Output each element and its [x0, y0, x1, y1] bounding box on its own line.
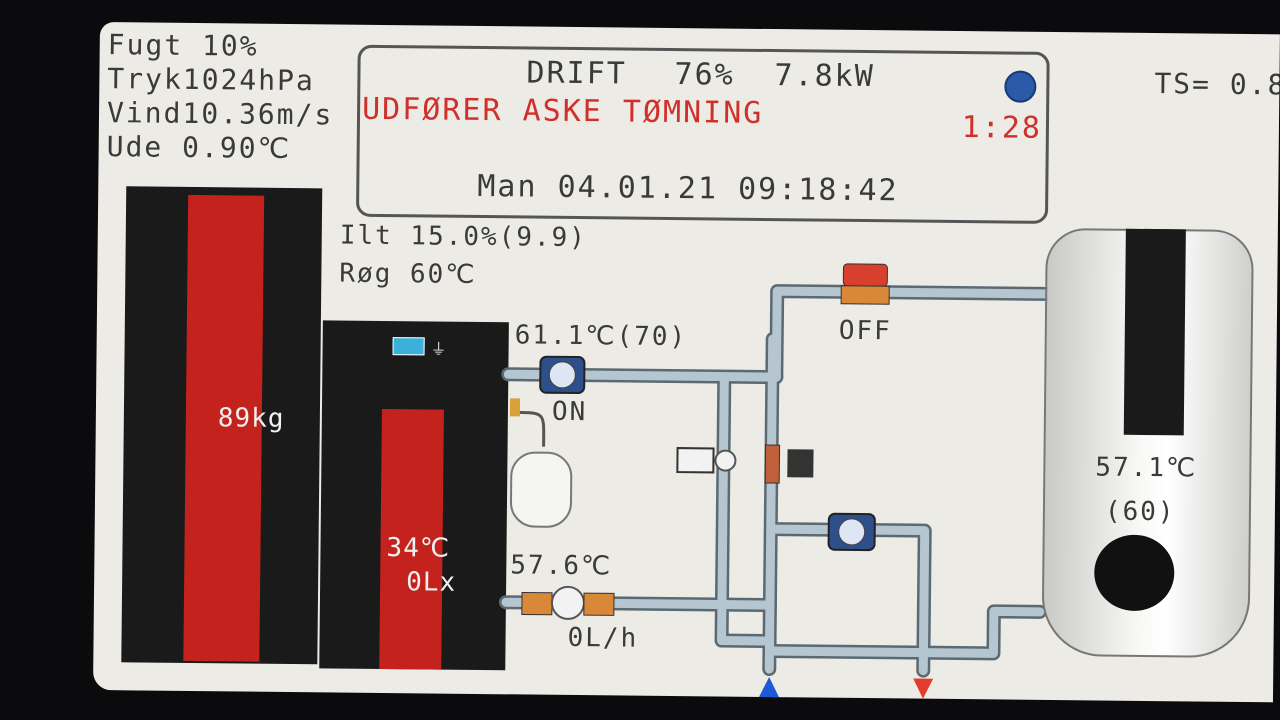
- flow-temp: 61.1℃(70): [514, 320, 688, 353]
- hot-water-tank[interactable]: 57.1℃ (60): [1041, 227, 1254, 659]
- pump-state: ON: [551, 396, 588, 428]
- supply-pipe-outer: [769, 284, 1075, 385]
- return-temp: 57.6℃: [510, 550, 613, 582]
- hydraulic-diagram: [498, 263, 1075, 699]
- tank-setpoint: (60): [1104, 496, 1176, 528]
- cold-arrow-icon: [758, 677, 779, 698]
- flow-rate: 0L/h: [567, 622, 639, 654]
- circulation-pump[interactable]: [539, 355, 586, 395]
- tank-temp: 57.1℃: [1095, 452, 1198, 484]
- tank-heater: [1123, 228, 1186, 436]
- tank-port: [1093, 534, 1175, 612]
- screen: Fugt 10% Tryk1024hPa Vind10.36m/s Ude 0.…: [93, 22, 1280, 703]
- tank-pump[interactable]: [827, 512, 876, 552]
- zone-valve[interactable]: [840, 263, 890, 305]
- valve-state: OFF: [838, 315, 892, 347]
- hot-arrow-icon: [913, 678, 934, 699]
- flow-meter[interactable]: [521, 585, 615, 620]
- expansion-vessel: [509, 398, 573, 528]
- diverter-valve[interactable]: [764, 444, 814, 484]
- mixing-valve[interactable]: [676, 447, 737, 474]
